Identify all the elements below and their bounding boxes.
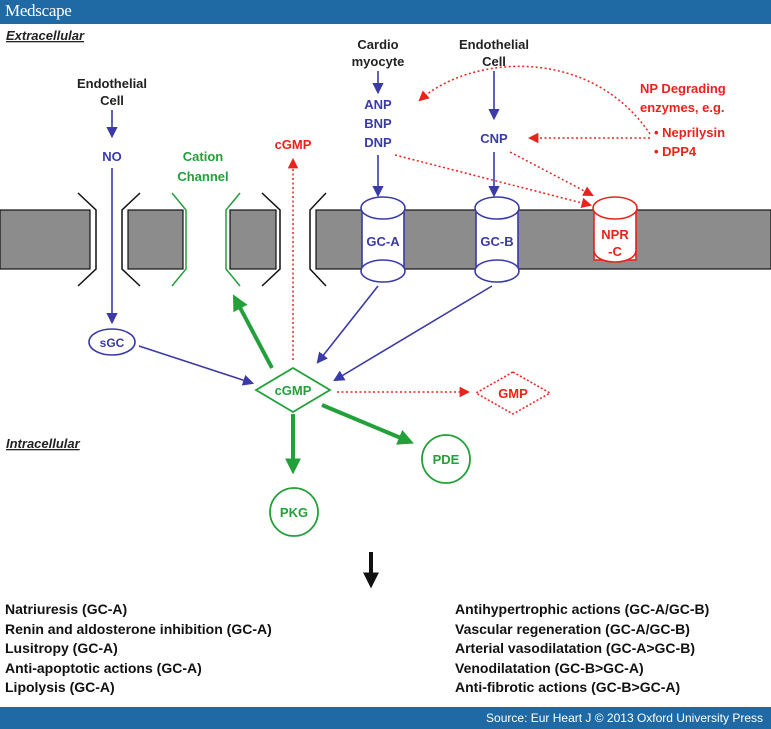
cgmp-center-label: cGMP [275,383,312,398]
npr-c-label-line1: NPR [601,227,629,242]
region-extracellular: Extracellular [6,28,85,43]
gc-a-receptor: GC-A [360,196,406,283]
gmp-label: GMP [498,386,528,401]
effect-item: Venodilatation (GC-B>GC-A) [455,659,644,676]
pde-node [421,434,471,484]
no-label: NO [102,149,122,164]
endothelial-cell-right-line2: Cell [482,54,506,69]
effect-item: Lusitropy (GC-A) [5,640,118,656]
npr-c-label-line2: -C [608,244,622,259]
effects-right-list: Antihypertrophic actions (GC-A/GC-B) Vas… [455,600,709,698]
effect-item: Arterial vasodilatation (GC-A>GC-B) [455,640,695,656]
pkg-label: PKG [280,505,308,520]
neprilysin-label: • Neprilysin [654,125,725,140]
arrow-cnp-to-nprc [509,151,594,196]
pkg-node [269,487,319,537]
cgmp-node [254,366,332,414]
arrow-gca-to-cgmp [316,285,379,364]
footer-bar: Source: Eur Heart J © 2013 Oxford Univer… [0,707,771,729]
effect-item: Natriuresis (GC-A) [5,601,128,617]
cation-channel-line1: Cation [183,149,224,164]
effect-item: Renin and aldosterone inhibition (GC-A) [5,620,272,637]
bnp-label: BNP [364,116,392,131]
arrow-cgmp-to-cation-channel [233,294,274,369]
arrow-enzymes-to-anp [418,65,651,135]
endothelial-cell-left-line1: Endothelial [77,76,147,91]
arrow-np-to-nprc [394,154,593,208]
medscape-logo: Medscape [5,1,72,20]
dpp4-label: • DPP4 [654,144,697,159]
gc-b-receptor: GC-B [474,196,520,283]
effect-item: Lipolysis (GC-A) [5,679,115,695]
gmp-node [474,371,552,415]
endothelial-cell-right-line1: Endothelial [459,37,529,52]
npr-c-receptor: NPR -C [592,196,638,263]
effect-item: Vascular regeneration (GC-A/GC-B) [455,620,690,637]
sgc-label: sGC [100,336,125,350]
cgmp-extracellular-label: cGMP [275,137,312,152]
pathway-diagram: Extracellular Intracellular Endothelial … [0,28,771,589]
np-enzymes-line1: NP Degrading [640,81,726,96]
sgc-node [88,328,136,356]
anp-label: ANP [364,97,392,112]
cardiomyocyte-line2: myocyte [352,54,405,69]
cnp-label: CNP [480,131,508,146]
effect-item: Anti-apoptotic actions (GC-A) [5,659,202,676]
arrow-sgc-to-cgmp [138,345,255,386]
cation-channel-line2: Channel [177,169,228,184]
header-bar: Medscape [0,0,771,24]
gc-a-label: GC-A [366,234,400,249]
effect-item: Antihypertrophic actions (GC-A/GC-B) [455,601,710,617]
endothelial-cell-left-line2: Cell [100,93,124,108]
gc-b-label: GC-B [480,234,513,249]
source-credit: Source: Eur Heart J © 2013 Oxford Univer… [486,711,763,725]
np-enzymes-line2: enzymes, e.g. [640,100,725,115]
cardiomyocyte-line1: Cardio [357,37,398,52]
dnp-label: DNP [364,135,392,150]
arrow-gcb-to-cgmp [333,285,493,382]
effects-left-list: Natriuresis (GC-A) Renin and aldosterone… [5,600,272,698]
pde-label: PDE [433,452,460,467]
arrow-cgmp-to-pde [321,403,414,445]
effect-item: Anti-fibrotic actions (GC-B>GC-A) [455,679,681,695]
region-intracellular: Intracellular [6,436,81,451]
